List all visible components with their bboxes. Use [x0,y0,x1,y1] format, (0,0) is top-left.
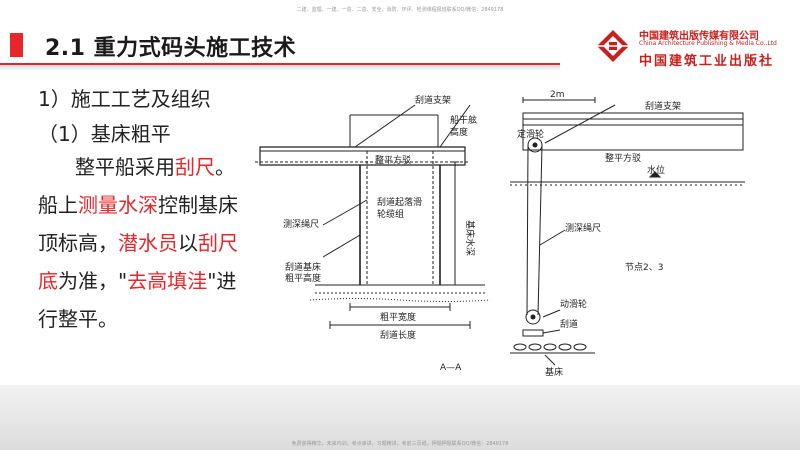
floor-background [0,385,800,450]
watermark-top: 二建、监理、一建、一造、二造、安全、消防、环评、检测课程报班联系QQ/微信：28… [296,7,504,13]
label-base-rough-2: 粗平高度 [285,272,321,284]
text: "进 [207,269,237,293]
label-ship-draft-2: 高度 [450,126,468,138]
label-base-rough-1: 刮道基床 [285,261,321,273]
highlight-diver: 潜水员 [118,231,178,255]
label-platform-left: 整平方驳 [375,154,411,166]
highlight-cut-fill: 去高填洼 [127,269,208,293]
text: 。 [215,155,235,179]
watermark-bottom: 免费获得精华，未来内训，考点串讲，习题精讲，考前三页纸，押题押题联系QQ/微信：… [291,441,509,447]
highlight-scraper-2: 刮尺 [198,231,238,255]
paragraph-line-2: 船上测量水深控制基床 [38,195,238,215]
label-fixed-pulley: 定滑轮 [517,128,544,140]
slide-title: 2.1 重力式码头施工技术 [45,36,297,61]
paragraph-line-4: 底为准，"去高填洼"进 [38,271,236,291]
title-underline [0,63,560,65]
highlight-scraper: 刮尺 [175,155,215,179]
label-base-depth: 基床水深 [464,220,476,256]
label-pulley-2: 轮缆组 [377,208,404,220]
title-accent-bar [10,33,23,57]
label-base: 基床 [545,366,563,378]
label-depth-rope-left: 测深绳尺 [283,218,319,230]
label-scraper-frame: 刮道支架 [415,94,451,106]
label-moving-pulley: 动滑轮 [560,298,587,310]
publisher-name-en: China Architecture Publishing & Media Co… [639,40,777,47]
heading-base-rough: （1）基床粗平 [38,122,171,146]
publisher-name-cn: 中国建筑出版传媒有限公司 [639,31,759,42]
title-underline-shadow [0,65,560,71]
paragraph-line-1: 整平船采用刮尺。 [75,157,235,177]
text: 顶标高， [38,231,118,255]
label-scraper-frame-right: 刮道支架 [645,100,681,112]
label-ship-draft-1: 船干舷 [450,114,477,126]
label-nodes: 节点2、3 [625,262,663,273]
text: 为准，" [58,269,128,293]
label-platform-right: 整平方驳 [605,152,641,164]
label-scraper-length: 刮道长度 [380,329,416,341]
label-depth-rope-right: 测深绳尺 [565,222,601,234]
scraper-diagram: 刮道支架 船干舷 高度 整平方驳 刮道起落滑 轮缆组 测深绳尺 基床水深 刮道基… [255,90,745,378]
text: 整平船采用 [75,155,175,179]
publisher-emblem-icon [597,30,629,62]
heading-process: 1）施工工艺及组织 [38,87,211,111]
text: 控制基床 [158,193,238,217]
label-section-aa: A—A [440,363,462,373]
label-pulley-1: 刮道起落滑 [377,196,422,208]
label-water-level: 水位 [647,164,665,176]
paragraph-line-5: 行整平。 [38,307,118,331]
highlight-measure-depth: 测量水深 [78,193,158,217]
publisher-logo: 中国建筑出版传媒有限公司 China Architecture Publishi… [595,24,795,74]
text: 以 [178,231,198,255]
highlight-bottom: 底 [38,269,58,293]
text: 船上 [38,193,78,217]
paragraph-line-3: 顶标高，潜水员以刮尺 [38,233,238,253]
publisher-name-cn-art: 中国建筑工业出版社 [639,54,775,69]
label-scraper: 刮道 [560,318,578,330]
label-rough-width: 粗平宽度 [380,311,416,323]
label-2m: 2m [550,90,565,100]
